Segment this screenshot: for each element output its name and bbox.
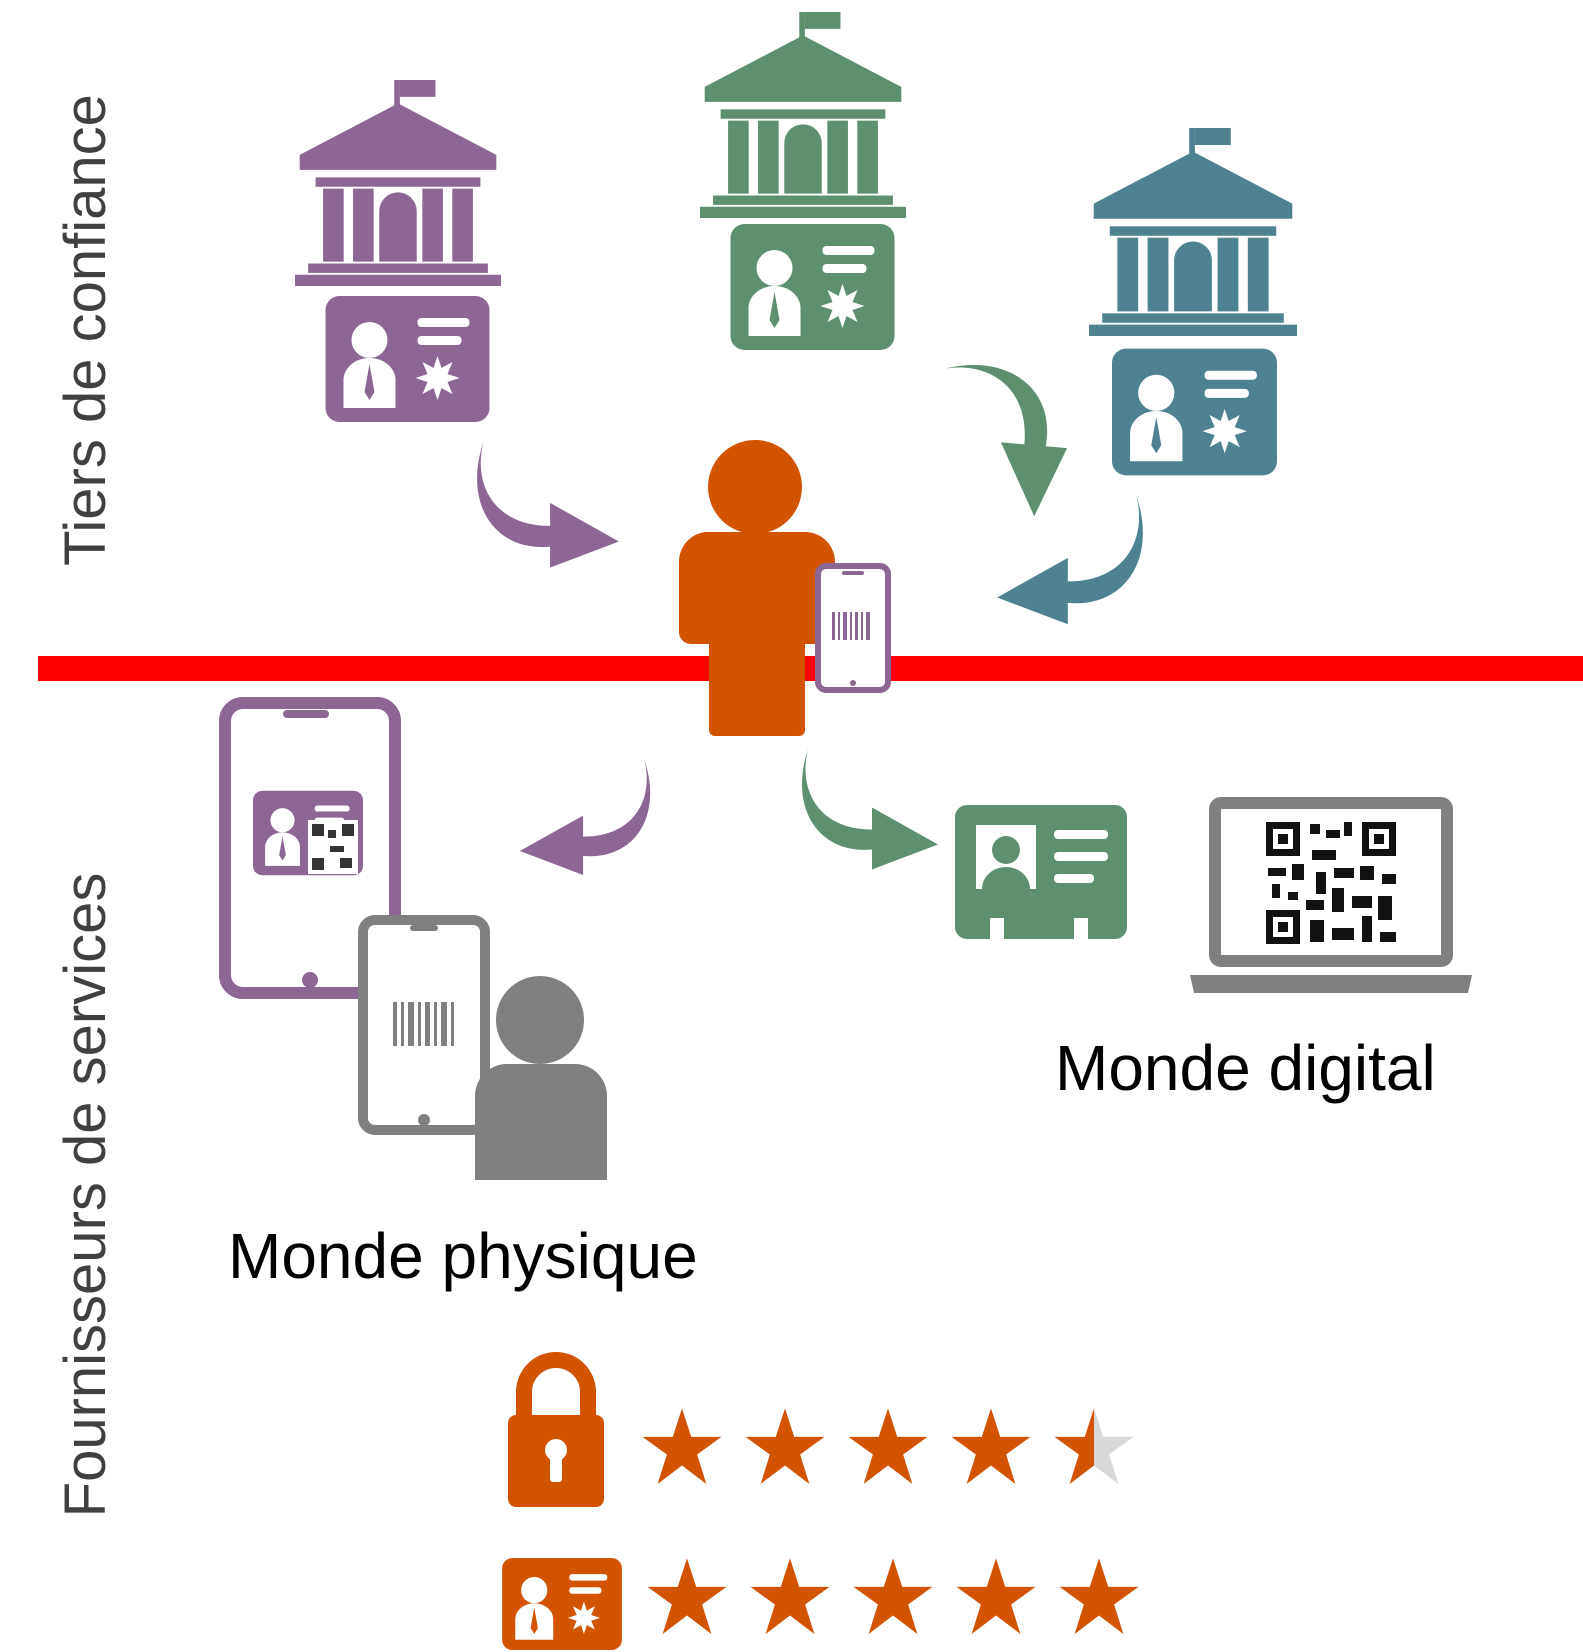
physical-world-label: Monde physique <box>228 1220 698 1292</box>
barcode-icon <box>832 612 870 640</box>
curved-arrow-icon <box>477 442 619 568</box>
issuer-purple <box>295 80 619 568</box>
bank-building-icon <box>295 80 501 286</box>
digital-world-label: Monde digital <box>1055 1032 1436 1104</box>
laptop-icon <box>1190 797 1472 993</box>
smartphone-icon <box>815 563 891 693</box>
star-filled-icon <box>750 1558 830 1634</box>
physical-phone <box>219 697 401 999</box>
qr-code-icon <box>308 820 358 874</box>
verifier <box>358 915 607 1180</box>
lock-icon <box>508 1352 604 1507</box>
star-filled-icon <box>642 1408 722 1484</box>
star-filled-icon <box>848 1408 928 1484</box>
identity-rating <box>502 1558 1139 1650</box>
curved-arrow-icon <box>932 362 1074 519</box>
issuer-teal <box>997 128 1297 625</box>
person-icon <box>496 976 584 1064</box>
divider-line <box>38 656 1583 681</box>
person-icon <box>708 440 802 534</box>
star-half-icon <box>1054 1408 1094 1484</box>
curved-arrow-icon <box>519 760 651 875</box>
bottom-zone-label: Fournisseurs de services <box>53 873 118 1518</box>
digital-card <box>955 805 1127 939</box>
bank-building-icon <box>700 12 906 218</box>
star-filled-icon <box>951 1408 1031 1484</box>
top-zone-label: Tiers de confiance <box>53 94 118 566</box>
star-filled-icon <box>956 1558 1036 1634</box>
barcode-icon <box>393 1002 454 1046</box>
id-card-icon <box>1112 348 1277 476</box>
user-person <box>678 440 835 736</box>
star-filled-icon <box>745 1408 825 1484</box>
id-card-icon <box>325 296 490 422</box>
curved-arrow-icon <box>801 749 938 870</box>
security-rating <box>508 1352 1134 1507</box>
id-card-icon <box>502 1558 622 1650</box>
star-filled-icon <box>647 1558 727 1634</box>
qr-code-icon <box>1266 822 1396 944</box>
id-card-icon <box>730 224 895 350</box>
bank-building-icon <box>1089 128 1297 336</box>
star-filled-icon <box>1059 1558 1139 1634</box>
curved-arrow-icon <box>997 495 1143 625</box>
star-filled-icon <box>853 1558 933 1634</box>
